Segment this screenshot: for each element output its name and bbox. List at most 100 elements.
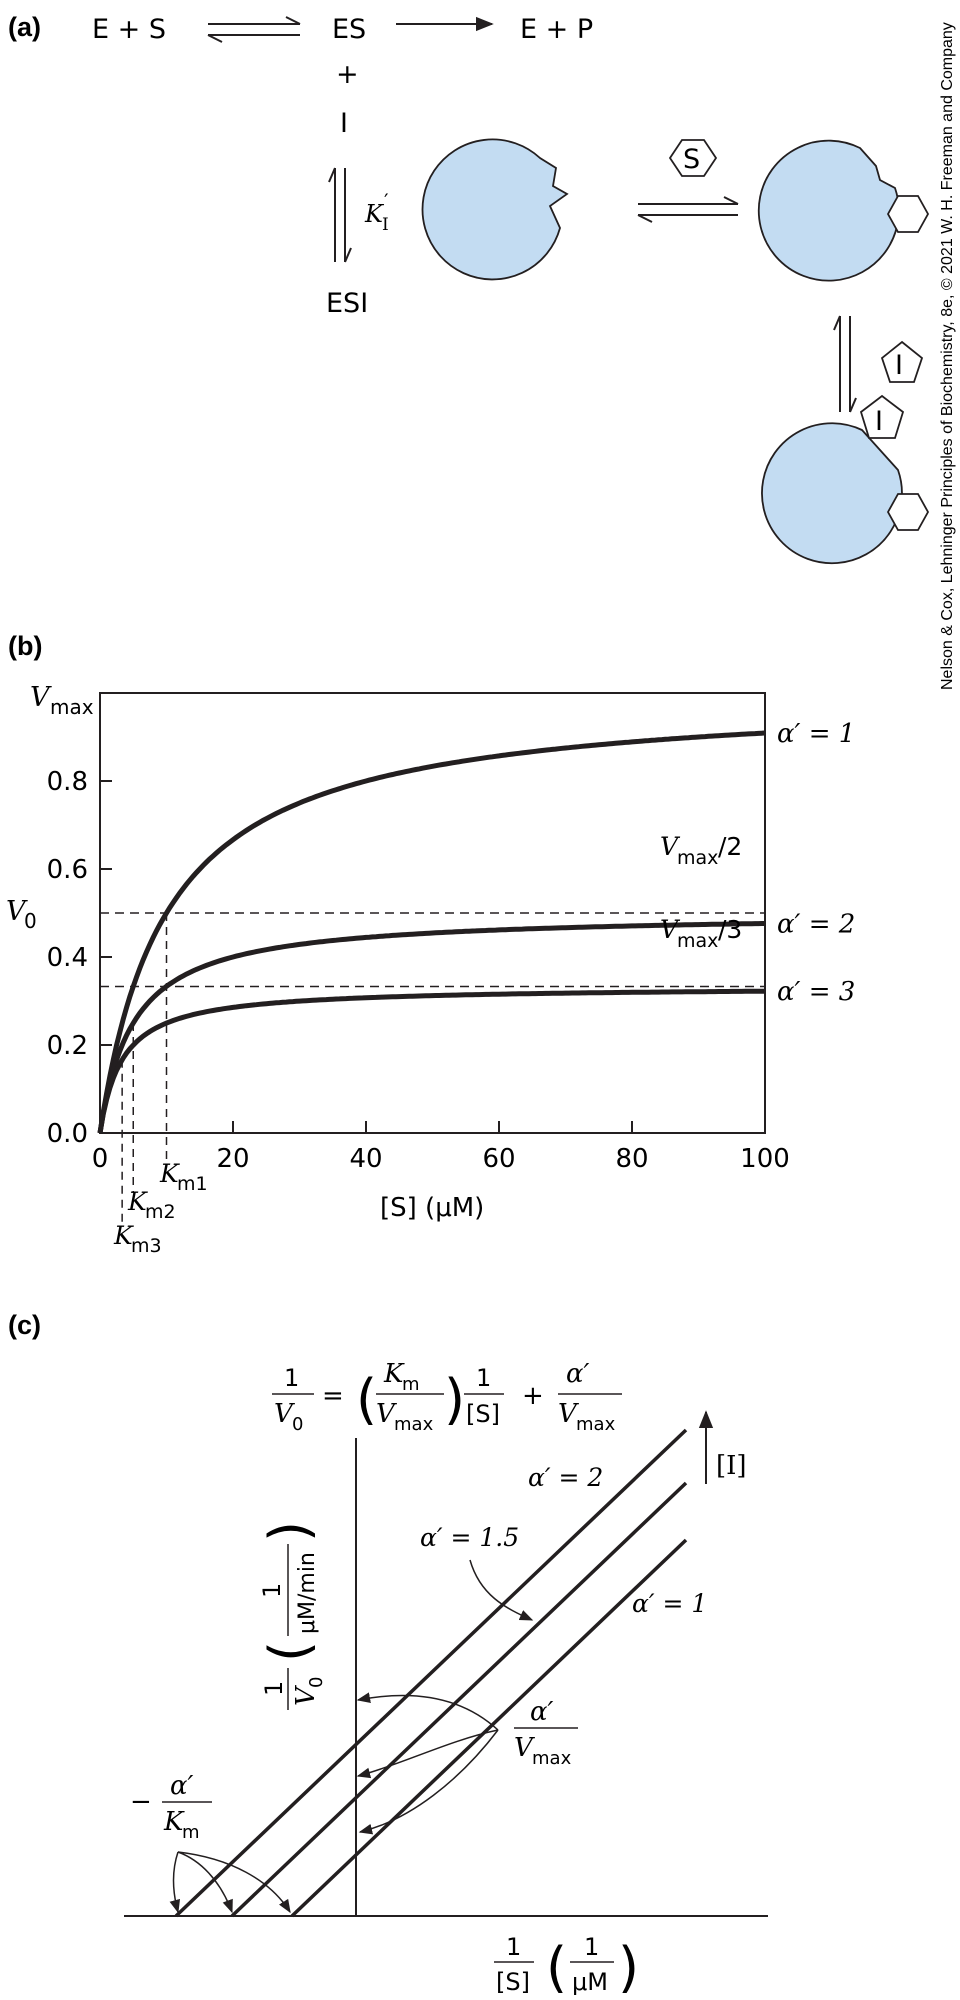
eq-lhs-den: V: [274, 1399, 295, 1429]
y-axis-label-sub: 0: [24, 909, 37, 933]
y-tick-label: 0.6: [47, 855, 88, 885]
bound-substrate-icon: [886, 195, 930, 233]
bound-substrate-esi-icon: [886, 493, 930, 531]
intercept-vmax-sub: max: [532, 1748, 572, 1769]
line-alpha-2: [174, 1428, 688, 1918]
y-axis-label: V: [6, 896, 28, 927]
equilibrium-arrow-cartoon-vertical: [833, 315, 857, 413]
x-tick-label: 100: [740, 1144, 790, 1174]
eq-paren-open: (: [356, 1368, 377, 1431]
km3-sub: m3: [131, 1235, 162, 1257]
c-yaxis-paren-open: (: [258, 1641, 321, 1662]
x-tick-label: 0: [92, 1144, 109, 1174]
km2-sub: m2: [145, 1201, 176, 1223]
eq-equals: =: [322, 1381, 344, 1411]
copyright-credit: Nelson & Cox, Lehninger Principles of Bi…: [939, 22, 956, 690]
xint-pointers: [169, 1851, 291, 1914]
c-x-axis-label: 1 [S] ( 1 μM ): [494, 1933, 639, 1999]
eq-paren-close: ): [444, 1368, 465, 1431]
x-tick-label: 20: [216, 1144, 249, 1174]
substrate-label: S: [683, 144, 700, 175]
e-plus-p: E + P: [520, 14, 593, 45]
equilibrium-arrow-1: [207, 16, 301, 43]
series-label: α′ = 1: [777, 719, 855, 749]
enzyme-es-icon: [757, 139, 900, 282]
vmax3-label: V: [660, 915, 681, 944]
double-reciprocal-lines: [174, 1428, 688, 1918]
line-alpha-1-5: [230, 1481, 688, 1918]
equilibrium-arrow-cartoon: [637, 196, 739, 223]
inhibitor-pentagon-icon: [880, 340, 924, 383]
c-yaxis-unit-den: μM/min: [295, 1552, 320, 1634]
eq-vmax-sub: max: [394, 1414, 434, 1435]
series-labels: α′ = 1 α′ = 2 α′ = 3: [777, 719, 855, 1007]
e-plus-s: E + S: [92, 14, 166, 45]
es-complex: ES: [332, 14, 366, 45]
eq-vmax-2: V: [558, 1399, 579, 1429]
y-tick-label: 0.2: [47, 1031, 88, 1061]
equilibrium-arrow-vertical: [328, 167, 352, 263]
y-tick-label: 0.4: [47, 943, 88, 973]
c-yaxis-unit-num: 1: [258, 1583, 286, 1598]
c-yaxis-den-sub: 0: [306, 1677, 327, 1688]
panel-c-label: (c): [8, 1310, 41, 1340]
substrate-hexagon-icon: [668, 139, 718, 177]
series-label: α′ = 2: [777, 909, 855, 939]
inhibitor-conc-label: [I]: [716, 1451, 747, 1481]
c-xaxis-unit-den: μM: [572, 1968, 608, 1996]
saturation-curve: [97, 730, 766, 1134]
label-alpha-1: α′ = 1: [632, 1589, 707, 1618]
panel-a-label: (a): [8, 12, 41, 42]
c-xaxis-unit-num: 1: [584, 1933, 599, 1961]
c-yaxis-den: V: [291, 1685, 321, 1706]
eq-one: 1: [476, 1364, 491, 1392]
label-alpha-1-5: α′ = 1.5: [420, 1523, 519, 1552]
km2-label: K: [127, 1187, 148, 1216]
eq-s: [S]: [466, 1400, 500, 1428]
eq-lhs-num: 1: [284, 1364, 299, 1392]
x-axis-label: [S] (μM): [380, 1193, 484, 1223]
eq-alpha: α′: [566, 1359, 590, 1389]
c-xaxis-paren-close: ): [618, 1936, 639, 1999]
eq-km: K: [383, 1359, 405, 1389]
km3-label: K: [113, 1221, 134, 1250]
y-tick-label: 0.0: [47, 1119, 88, 1149]
x-tick-label: 80: [615, 1144, 648, 1174]
vmax2-sub: max: [677, 847, 718, 869]
plus-sign: +: [336, 59, 359, 90]
esi-complex: ESI: [326, 288, 368, 319]
y-top-vmax: V: [30, 682, 52, 713]
alpha-1-5-pointer: [469, 1559, 534, 1621]
vmax2-label: V: [660, 832, 681, 861]
eq-plus: +: [522, 1381, 544, 1411]
lineweaver-burk-equation: 1 V 0 = ( K m V max ) 1 [S] + α′ V max: [272, 1359, 622, 1435]
bound-inhibitor-icon: [859, 394, 905, 439]
bound-inhibitor-label: I: [875, 406, 883, 437]
c-yaxis-paren-close: ): [258, 1521, 321, 1542]
intercept-pointers: [356, 1692, 499, 1835]
ki-sub: I: [382, 215, 389, 235]
line-alpha-1: [290, 1538, 688, 1918]
saturation-curve: [97, 921, 765, 1134]
xint-minus: −: [130, 1787, 152, 1817]
enzyme-free-icon: [421, 138, 569, 281]
intercept-alpha: α′: [530, 1697, 554, 1727]
saturation-curves: [97, 730, 766, 1134]
saturation-curve: [97, 988, 765, 1134]
km1-sub: m1: [177, 1173, 208, 1195]
label-alpha-2: α′ = 2: [528, 1463, 603, 1492]
vmax3-sub: max: [677, 930, 718, 952]
c-y-axis-label: 1 V 0 ( 1 μM/min ): [258, 1521, 327, 1710]
xint-alpha: α′: [170, 1771, 194, 1801]
xint-km: K: [163, 1807, 185, 1837]
series-label: α′ = 3: [777, 977, 855, 1007]
vmax3-tail: /3: [718, 915, 742, 944]
y-tick-label: 0.8: [47, 767, 88, 797]
eq-lhs-den-sub: 0: [292, 1414, 303, 1435]
ki-prime: ′: [384, 189, 389, 213]
panel-b-label: (b): [8, 631, 42, 661]
eq-vmax: V: [376, 1399, 397, 1429]
